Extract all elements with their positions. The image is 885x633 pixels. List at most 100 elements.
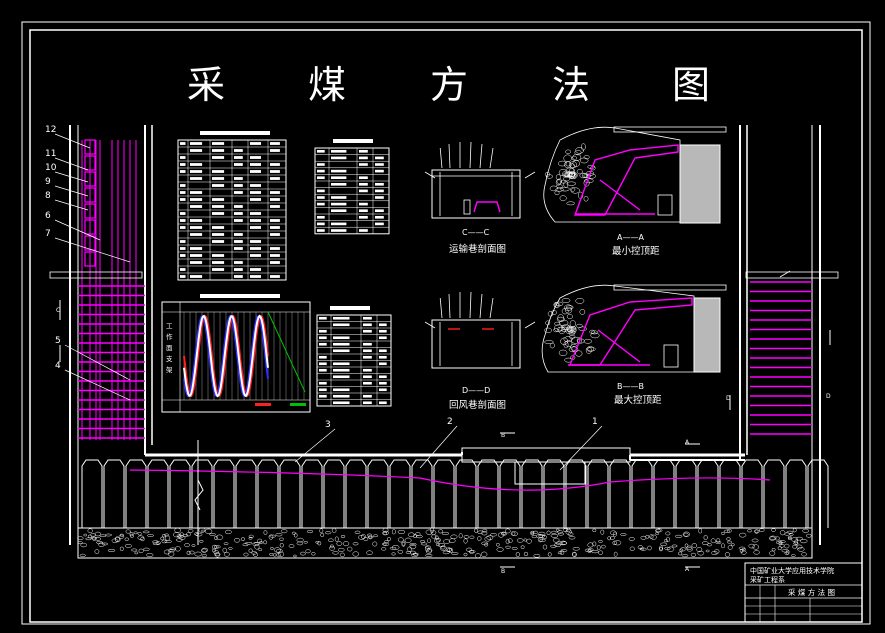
left-roadway-props [84,139,96,267]
gob-stone [278,551,285,557]
gob-stone [664,546,671,551]
rock [566,181,577,186]
marker-c: C [56,307,60,314]
gob-stone [547,552,552,557]
gob-stone [334,536,339,542]
table-cell-mark [359,202,368,206]
gob-stone [115,536,121,543]
gob-stone [179,532,184,537]
hydraulic-support [345,459,367,528]
gob-stone [511,547,518,550]
hydraulic-support [81,459,103,528]
table-cell-mark [250,268,261,271]
gob-stone [659,546,663,552]
table-cell-mark [331,169,347,173]
table-cell-mark [270,226,280,229]
gob-stone [532,530,539,534]
table4-header [330,306,370,310]
bolt-side [424,321,436,329]
gob-stone [366,550,373,555]
rock [586,346,594,352]
table-cell-mark [363,349,372,353]
table-cell-mark [180,156,186,159]
gob-stone [800,539,808,544]
shearer-body [514,461,586,485]
gob-stone [288,544,295,549]
table-cell-mark [363,394,372,398]
part-number-9: 9 [45,177,51,187]
gob-stone [169,547,177,551]
gob-stone [539,538,546,542]
gob-stone [703,535,708,541]
gob-stone [612,531,617,537]
table-cell-mark [363,401,372,405]
hydraulic-support [543,459,565,528]
gob-stone [143,547,150,551]
hydraulic-support [631,459,653,528]
gob-stone [775,540,783,545]
gob-stone [263,540,268,545]
gob-stone [194,551,202,557]
table-cell-mark [317,215,325,219]
gob-stone [280,529,288,534]
gob-stone [484,536,491,542]
gob-stone [561,541,568,545]
table-cell-mark [190,226,203,229]
gob-stone [187,528,194,533]
gob-stone [629,546,635,552]
table1-header [200,131,270,135]
gob-stone [568,535,576,540]
gob-stone [787,537,792,540]
hydraulic-support [367,459,389,528]
table-cell-mark [190,233,203,236]
gob-stone [598,550,604,555]
gob-stone [233,537,241,543]
gob-stone [628,537,635,541]
gob-stone [437,543,446,547]
gob-stone [523,551,529,557]
gob-rubble [77,527,812,559]
aa-mark: A——A [617,233,644,242]
gob-stone [481,531,488,536]
dd-caption: 回风巷剖面图 [449,399,506,411]
gob-stone [248,548,253,553]
table-cell-mark [250,240,261,243]
table-cell-mark [250,184,261,187]
gob-stone [194,532,199,536]
gob-stone [161,539,168,544]
rock [544,171,551,177]
gob-stone [774,536,780,541]
rock [555,187,564,192]
gob-stone [191,544,196,547]
chart-axis-char: 支 [166,354,173,363]
gob-stone [806,533,812,538]
chart-red-wave [183,314,269,398]
gob-stone [201,548,208,553]
table-cell-mark [250,170,261,173]
gob-stone [340,535,346,538]
table-cell-mark [180,184,186,187]
gob-stone [279,542,284,548]
rock [549,185,558,192]
table-cell-mark [234,247,243,250]
table-cell-mark [319,388,327,392]
table-cell-mark [250,275,261,278]
table-cell-mark [180,275,186,278]
hydraulic-support [587,459,609,528]
gob-stone [463,538,468,544]
table-cell-mark [270,191,280,194]
gob-stone [124,537,129,541]
gob-stone [678,551,683,556]
table-cell-mark [190,170,203,173]
gob-stone [339,552,345,558]
gob-stone [147,534,154,537]
part-number-3: 3 [325,420,331,430]
table-cell-mark [363,375,372,379]
gob-stone [510,531,516,536]
table-cell-mark [359,156,368,160]
table-cell-mark [317,176,325,180]
gob-stone [802,528,810,533]
gob-stone [411,553,419,557]
gob-stone [501,531,507,536]
table-cell-mark [379,329,387,333]
